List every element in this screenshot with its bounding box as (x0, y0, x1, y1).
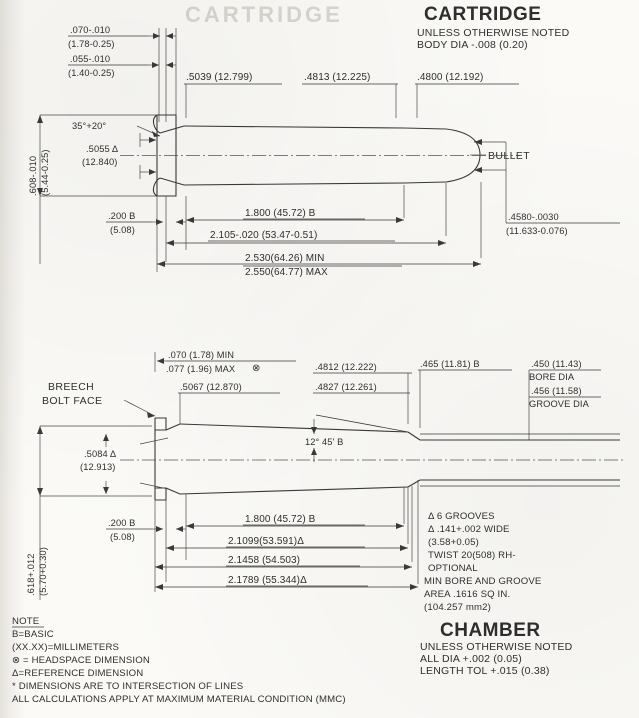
chamber-rim-recess-mm: (12.913) (80, 462, 115, 472)
cartridge-rim-dia-vertical-mm: (5.44-0.25) (40, 149, 50, 196)
chamber-rim-recess-vertical-mm: (5.70+0.30) (38, 547, 48, 596)
cartridge-rim-dia-vertical-inch: .608-.010 (28, 156, 38, 196)
chamber-dim-21458: 2.1458 (54.503) (228, 555, 300, 566)
note-line-4: * DIMENSIONS ARE TO INTERSECTION OF LINE… (12, 681, 243, 692)
cartridge-dim-2105: 2.105-.020 (53.47-0.51) (210, 230, 317, 241)
note-line-3: Δ=REFERENCE DIMENSION (12, 668, 143, 679)
cartridge-body-dia-mid: .4813 (12.225) (304, 72, 370, 83)
rifling-note-6: AREA .1616 SQ IN. (424, 589, 510, 600)
chamber-bore-dia: .450 (11.43) (531, 359, 582, 369)
chamber-subtitle-2: ALL DIA +.002 (0.05) (420, 653, 522, 665)
rifling-note-2: (3.58+0.05) (428, 537, 479, 548)
cartridge-rim-angle: 35°+20° (72, 121, 106, 131)
cartridge-rim-thickness-mm: (1.78-0.25) (68, 39, 115, 49)
chamber-mouth-dia: .5067 (12.870) (180, 382, 242, 392)
cartridge-dim-1800: 1.800 (45.72) B (245, 208, 316, 219)
chamber-dim-21789: 2.1789 (55.344)Δ (228, 575, 307, 586)
chamber-dim-21099: 2.1099(53.591)Δ (228, 536, 304, 547)
cartridge-rim-thickness-inch: .070-.010 (70, 25, 110, 35)
cartridge-subtitle-2: BODY DIA -.008 (0.20) (417, 39, 528, 51)
chamber-leade-angle: 12° 45' B (305, 437, 343, 447)
cartridge-subtitle-1: UNLESS OTHERWISE NOTED (417, 27, 570, 39)
cartridge-rim-dia-inch: .5055 Δ (86, 144, 118, 154)
cartridge-dim-2530-min: 2.530(64.26) MIN (245, 253, 324, 264)
breech-label-line1: BREECH (48, 381, 94, 393)
cartridge-extractor-mm: (5.08) (110, 225, 135, 235)
cartridge-bullet-dia-inch: .4580-.0030 (508, 212, 559, 222)
rifling-note-0: Δ 6 GROOVES (428, 511, 495, 522)
rifling-note-1: Δ .141+.002 WIDE (428, 524, 510, 535)
cartridge-body-dia-mouth: .4800 (12.192) (417, 72, 483, 83)
rifling-note-3: TWIST 20(508) RH- (428, 550, 516, 561)
chamber-body-dia-front: .4812 (12.222) (315, 362, 377, 372)
chamber-headspace-min: .070 (1.78) MIN (168, 350, 234, 360)
note-line-0: B=BASIC (12, 629, 54, 640)
chamber-body-dia-rear: .4827 (12.261) (315, 382, 377, 392)
chamber-dim-1800: 1.800 (45.72) B (245, 514, 316, 525)
chamber-groove-dia-label: GROOVE DIA (529, 399, 590, 409)
cartridge-body-dia-front: .5039 (12.799) (186, 72, 252, 83)
chamber-headspace-max: .077 (1.96) MAX (166, 364, 235, 374)
cartridge-title: CARTRIDGE (424, 4, 541, 25)
chamber-bore-dia-label: BORE DIA (529, 372, 575, 382)
cartridge-rim-thickness2-inch: .055-.010 (70, 54, 110, 64)
chamber-subtitle-1: UNLESS OTHERWISE NOTED (420, 641, 573, 653)
note-title: NOTE (12, 616, 39, 627)
cartridge-rim-dia-mm: (12.840) (82, 157, 117, 167)
chamber-extractor-inch: .200 B (108, 518, 135, 528)
cartridge-dim-2550-max: 2.550(64.77) MAX (245, 267, 328, 278)
bullet-label: BULLET (488, 150, 530, 162)
chamber-subtitle-3: LENGTH TOL +.015 (0.38) (420, 665, 550, 677)
headspace-symbol-icon: ⊗ (252, 363, 260, 374)
note-line-5: ALL CALCULATIONS APPLY AT MAXIMUM MATERI… (12, 694, 346, 705)
breech-label-line2: BOLT FACE (42, 395, 102, 407)
note-line-2: ⊗ = HEADSPACE DIMENSION (12, 655, 150, 666)
cartridge-bullet-dia-mm: (11.633-0.076) (506, 226, 568, 236)
cartridge-rim-thickness2-mm: (1.40-0.25) (68, 68, 115, 78)
rifling-note-5: MIN BORE AND GROOVE (424, 576, 541, 587)
chamber-title: CHAMBER (440, 620, 541, 641)
chamber-extractor-mm: (5.08) (110, 532, 135, 542)
chamber-rim-recess-vertical-inch: .618+.012 (26, 553, 36, 596)
rifling-note-7: (104.257 mm2) (424, 602, 491, 613)
rifling-note-4: OPTIONAL (428, 563, 478, 574)
chamber-rim-recess-inch: .5084 Δ (84, 449, 116, 459)
cartridge-extractor-inch: .200 B (108, 211, 135, 221)
note-line-1: (XX.XX)=MILLIMETERS (12, 642, 119, 653)
chamber-groove-dia: .456 (11.58) (531, 386, 582, 396)
watermark-text: CARTRIDGE (185, 2, 343, 27)
chamber-throat-dia: .465 (11.81) B (420, 359, 480, 369)
